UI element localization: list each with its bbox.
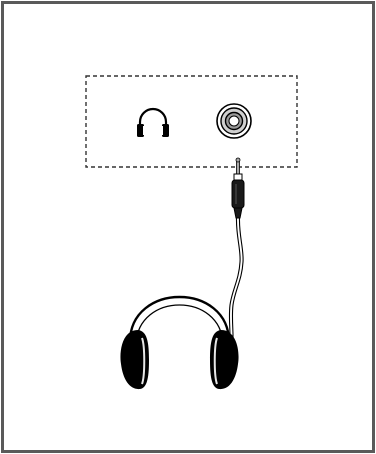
diagram-border <box>3 3 374 452</box>
headphone-jack <box>217 104 251 138</box>
